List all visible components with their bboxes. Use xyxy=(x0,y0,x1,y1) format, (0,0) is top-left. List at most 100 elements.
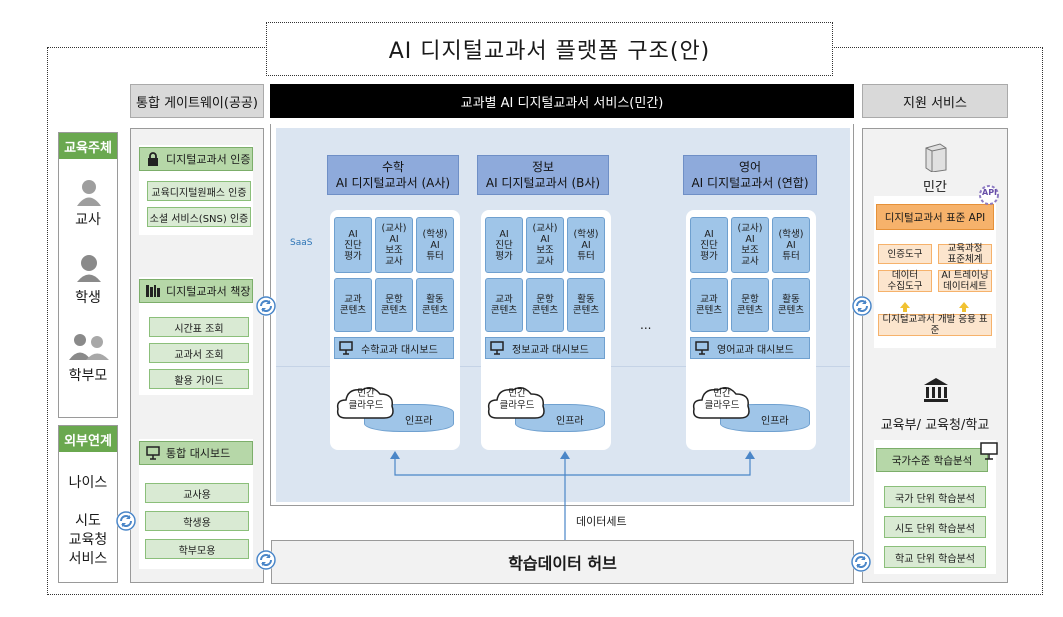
sync-icon-hub-right xyxy=(851,552,871,572)
math-subject: 수학 xyxy=(381,160,405,174)
lock-icon xyxy=(146,152,160,166)
page-title: AI 디지털교과서 플랫폼 구조(안) xyxy=(266,22,833,76)
dataset-label: 데이터세트 xyxy=(576,515,627,528)
hub-label: 학습데이터 허브 xyxy=(508,554,617,573)
dataset-connectors xyxy=(390,451,755,540)
info-infra-label: 인프라 xyxy=(556,416,584,427)
shelf-title-text: 디지털교과서 책장 xyxy=(166,285,251,298)
auth-title: 디지털교과서 인증 xyxy=(139,147,253,171)
analytics-presentation-icon xyxy=(980,442,998,464)
school-level-analytics[interactable]: 학교 단위 학습분석 xyxy=(884,546,986,568)
national-level-analytics[interactable]: 국가 단위 학습분석 xyxy=(884,486,986,508)
english-subject: 영어 xyxy=(738,160,762,174)
sync-icon-support xyxy=(852,296,872,316)
info-dashboard-icon xyxy=(490,341,504,355)
info-dashboard[interactable]: 정보교과 대시보드 xyxy=(485,337,605,359)
dashboard-title: 통합 대시보드 xyxy=(139,441,253,465)
private-label: 민간 xyxy=(923,180,947,195)
parent-icon xyxy=(67,331,111,365)
presentation-icon xyxy=(146,446,160,460)
sync-icon xyxy=(256,296,276,316)
api-badge: API xyxy=(982,188,998,197)
learning-data-hub[interactable]: 학습데이터 허브 xyxy=(271,540,854,584)
national-analytics-text: 국가수준 학습분석 xyxy=(891,454,973,467)
english-dashboard[interactable]: 영어교과 대시보드 xyxy=(690,337,810,359)
api-title-text: 디지털교과서 표준 API xyxy=(884,211,986,224)
math-dashboard[interactable]: 수학교과 대시보드 xyxy=(334,337,454,359)
edu-subject-header: 교육주체 xyxy=(59,133,117,159)
services-panel xyxy=(270,124,854,506)
info-dashboard-label: 정보교과 대시보드 xyxy=(512,344,589,356)
english-card-header: 영어 AI 디지털교과서 (연합) xyxy=(683,155,817,195)
auth-title-text: 디지털교과서 인증 xyxy=(166,153,251,166)
gateway-panel: 디지털교과서 인증 교육디지털원패스 인증 소셜 서비스(SNS) 인증 디지털… xyxy=(130,128,264,583)
shelf-group: 디지털교과서 책장 시간표 조회 교과서 조회 활용 가이드 xyxy=(139,277,253,395)
timetable-button[interactable]: 시간표 조회 xyxy=(149,317,249,337)
sync-icon-external xyxy=(116,511,136,531)
shelf-title: 디지털교과서 책장 xyxy=(139,279,253,303)
sync-icon-hub-left xyxy=(256,550,276,570)
textbook-lookup-button[interactable]: 교과서 조회 xyxy=(149,343,249,363)
dev-standard[interactable]: 디지털교과서 개발 응용 표준 xyxy=(878,314,992,336)
teacher-icon xyxy=(74,177,104,211)
info-card-header: 정보 AI 디지털교과서 (B사) xyxy=(477,155,609,195)
auth-group: 디지털교과서 인증 교육디지털원패스 인증 소셜 서비스(SNS) 인증 xyxy=(139,145,253,235)
auth-sns-button[interactable]: 소셜 서비스(SNS) 인증 xyxy=(147,207,251,227)
guide-button[interactable]: 활용 가이드 xyxy=(149,369,249,389)
saas-label: SaaS xyxy=(290,238,313,248)
student-label: 학생 xyxy=(75,290,101,306)
student-icon xyxy=(74,253,104,287)
teacher-label: 교사 xyxy=(75,212,101,228)
math-name: AI 디지털교과서 (A사) xyxy=(335,176,451,190)
neis-label: 나이스 xyxy=(68,475,108,491)
gov-label: 교육부/ 교육청/학교 xyxy=(880,418,990,433)
english-dashboard-icon xyxy=(695,341,709,355)
english-cloud-icon xyxy=(690,382,754,426)
parent-dashboard-button[interactable]: 학부모용 xyxy=(145,539,249,559)
ellipsis-label: ... xyxy=(640,318,652,332)
edu-subject-panel: 교육주체 교사 학생 학부모 xyxy=(58,132,118,418)
auth-onepass-button[interactable]: 교육디지털원패스 인증 xyxy=(147,181,251,201)
student-dashboard-button[interactable]: 학생용 xyxy=(145,511,249,531)
info-cloud-icon xyxy=(485,382,549,426)
national-analytics-title: 국가수준 학습분석 xyxy=(876,448,988,472)
auth-tool[interactable]: 인증도구 xyxy=(878,244,932,264)
external-header: 외부연계 xyxy=(59,426,117,452)
api-gear-icon xyxy=(976,184,1002,210)
math-dashboard-label: 수학교과 대시보드 xyxy=(361,344,438,356)
english-name: AI 디지털교과서 (연합) xyxy=(691,176,809,190)
government-icon xyxy=(922,376,950,408)
info-subject: 정보 xyxy=(531,160,555,174)
math-infra-label: 인프라 xyxy=(405,416,433,427)
sido-level-analytics[interactable]: 시도 단위 학습분석 xyxy=(884,516,986,538)
dashboard-group: 통합 대시보드 교사용 학생용 학부모용 xyxy=(139,439,253,569)
info-name: AI 디지털교과서 (B사) xyxy=(485,176,601,190)
english-dashboard-label: 영어교과 대시보드 xyxy=(717,344,794,356)
server-icon xyxy=(922,142,948,176)
teacher-dashboard-button[interactable]: 교사용 xyxy=(145,483,249,503)
